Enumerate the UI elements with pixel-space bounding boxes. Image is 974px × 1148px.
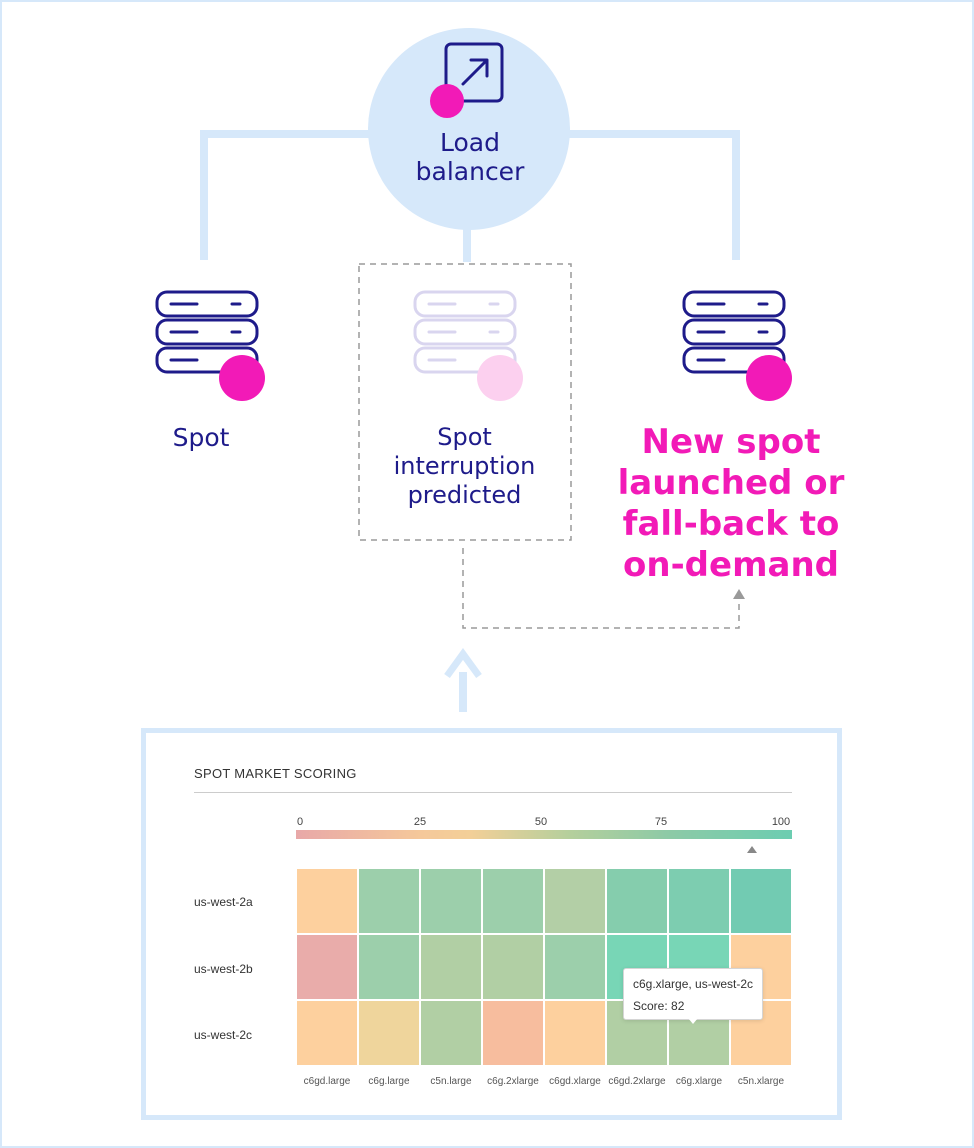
- prediction-box: [358, 263, 572, 541]
- spot-interruption-line3: predicted: [407, 481, 522, 509]
- spot-interruption-line2: interruption: [393, 452, 536, 480]
- heatmap-cell[interactable]: [544, 868, 606, 934]
- scale-tick-0: 0: [296, 816, 304, 828]
- server-stack-icon: [155, 290, 265, 401]
- row-label-us-west-2c: us-west-2c: [194, 1028, 253, 1042]
- col-label: c6g.xlarge: [675, 1076, 723, 1087]
- heatmap-cell[interactable]: [544, 934, 606, 1000]
- heatmap-cell[interactable]: [544, 1000, 606, 1066]
- new-spot-line3: fall-back to: [622, 504, 840, 544]
- connector-right: [560, 130, 740, 260]
- new-spot-label: New spot launched or fall-back to on-dem…: [600, 422, 862, 586]
- spot-interruption-label: Spot interruption predicted: [362, 423, 567, 510]
- load-balancer-label: Load balancer: [370, 128, 570, 186]
- server-stack-new-icon: [682, 290, 792, 401]
- heatmap-cell[interactable]: [420, 934, 482, 1000]
- heatmap-cell[interactable]: [482, 868, 544, 934]
- heatmap-cell[interactable]: [668, 868, 730, 934]
- tooltip-title: c6g.xlarge, us-west-2c: [633, 977, 754, 991]
- col-label: c6gd.large: [303, 1076, 351, 1087]
- heatmap-cell[interactable]: [482, 1000, 544, 1066]
- connector-left: [200, 130, 380, 260]
- scale-tick-50: 50: [534, 816, 548, 828]
- heatmap-tooltip: c6g.xlarge, us-west-2c Score: 82: [623, 968, 763, 1024]
- col-label: c5n.large: [430, 1076, 472, 1087]
- spot-label: Spot: [172, 423, 230, 452]
- tooltip-arrow: [688, 1018, 698, 1024]
- new-spot-line4: on-demand: [623, 545, 839, 585]
- col-label: c5n.xlarge: [737, 1076, 785, 1087]
- new-spot-line2: launched or: [617, 463, 845, 503]
- tooltip-score: Score: 82: [633, 999, 685, 1013]
- scale-tick-75: 75: [654, 816, 668, 828]
- row-label-us-west-2a: us-west-2a: [194, 895, 253, 909]
- panel-divider: [194, 792, 792, 793]
- heatmap-cell[interactable]: [358, 1000, 420, 1066]
- fallback-arrowhead-icon: [733, 589, 745, 599]
- spot-market-scoring-panel: SPOT MARKET SCORING 0 25 50 75 100 us-we…: [141, 728, 842, 1120]
- new-spot-line1: New spot: [641, 422, 821, 462]
- external-link-icon: [430, 42, 504, 118]
- load-balancer-label-line1: Load: [440, 128, 500, 157]
- heatmap-cell[interactable]: [358, 934, 420, 1000]
- heatmap-cell[interactable]: [482, 934, 544, 1000]
- score-gradient-bar: [296, 830, 792, 839]
- col-label: c6g.large: [368, 1076, 410, 1087]
- heatmap-cell[interactable]: [358, 868, 420, 934]
- heatmap-cell[interactable]: [296, 868, 358, 934]
- heatmap-cell[interactable]: [420, 1000, 482, 1066]
- heatmap-grid: [296, 868, 792, 1066]
- row-label-us-west-2b: us-west-2b: [194, 962, 253, 976]
- scale-tick-100: 100: [771, 816, 791, 828]
- server-stack-faded-icon: [413, 290, 523, 401]
- heatmap-cell[interactable]: [606, 868, 668, 934]
- heatmap-cell[interactable]: [420, 868, 482, 934]
- col-label: c6g.2xlarge: [487, 1076, 539, 1087]
- heatmap-cell[interactable]: [296, 1000, 358, 1066]
- heatmap-cell[interactable]: [730, 868, 792, 934]
- heatmap-cell[interactable]: [296, 934, 358, 1000]
- scale-tick-25: 25: [413, 816, 427, 828]
- col-label: c6gd.2xlarge: [608, 1076, 666, 1087]
- load-balancer-label-line2: balancer: [415, 157, 525, 186]
- up-arrow-icon: [444, 648, 482, 712]
- col-label: c6gd.xlarge: [549, 1076, 601, 1087]
- load-balancer-node: [368, 28, 570, 230]
- panel-title: SPOT MARKET SCORING: [194, 766, 357, 781]
- spot-interruption-line1: Spot: [437, 423, 492, 451]
- score-marker-icon: [747, 846, 758, 853]
